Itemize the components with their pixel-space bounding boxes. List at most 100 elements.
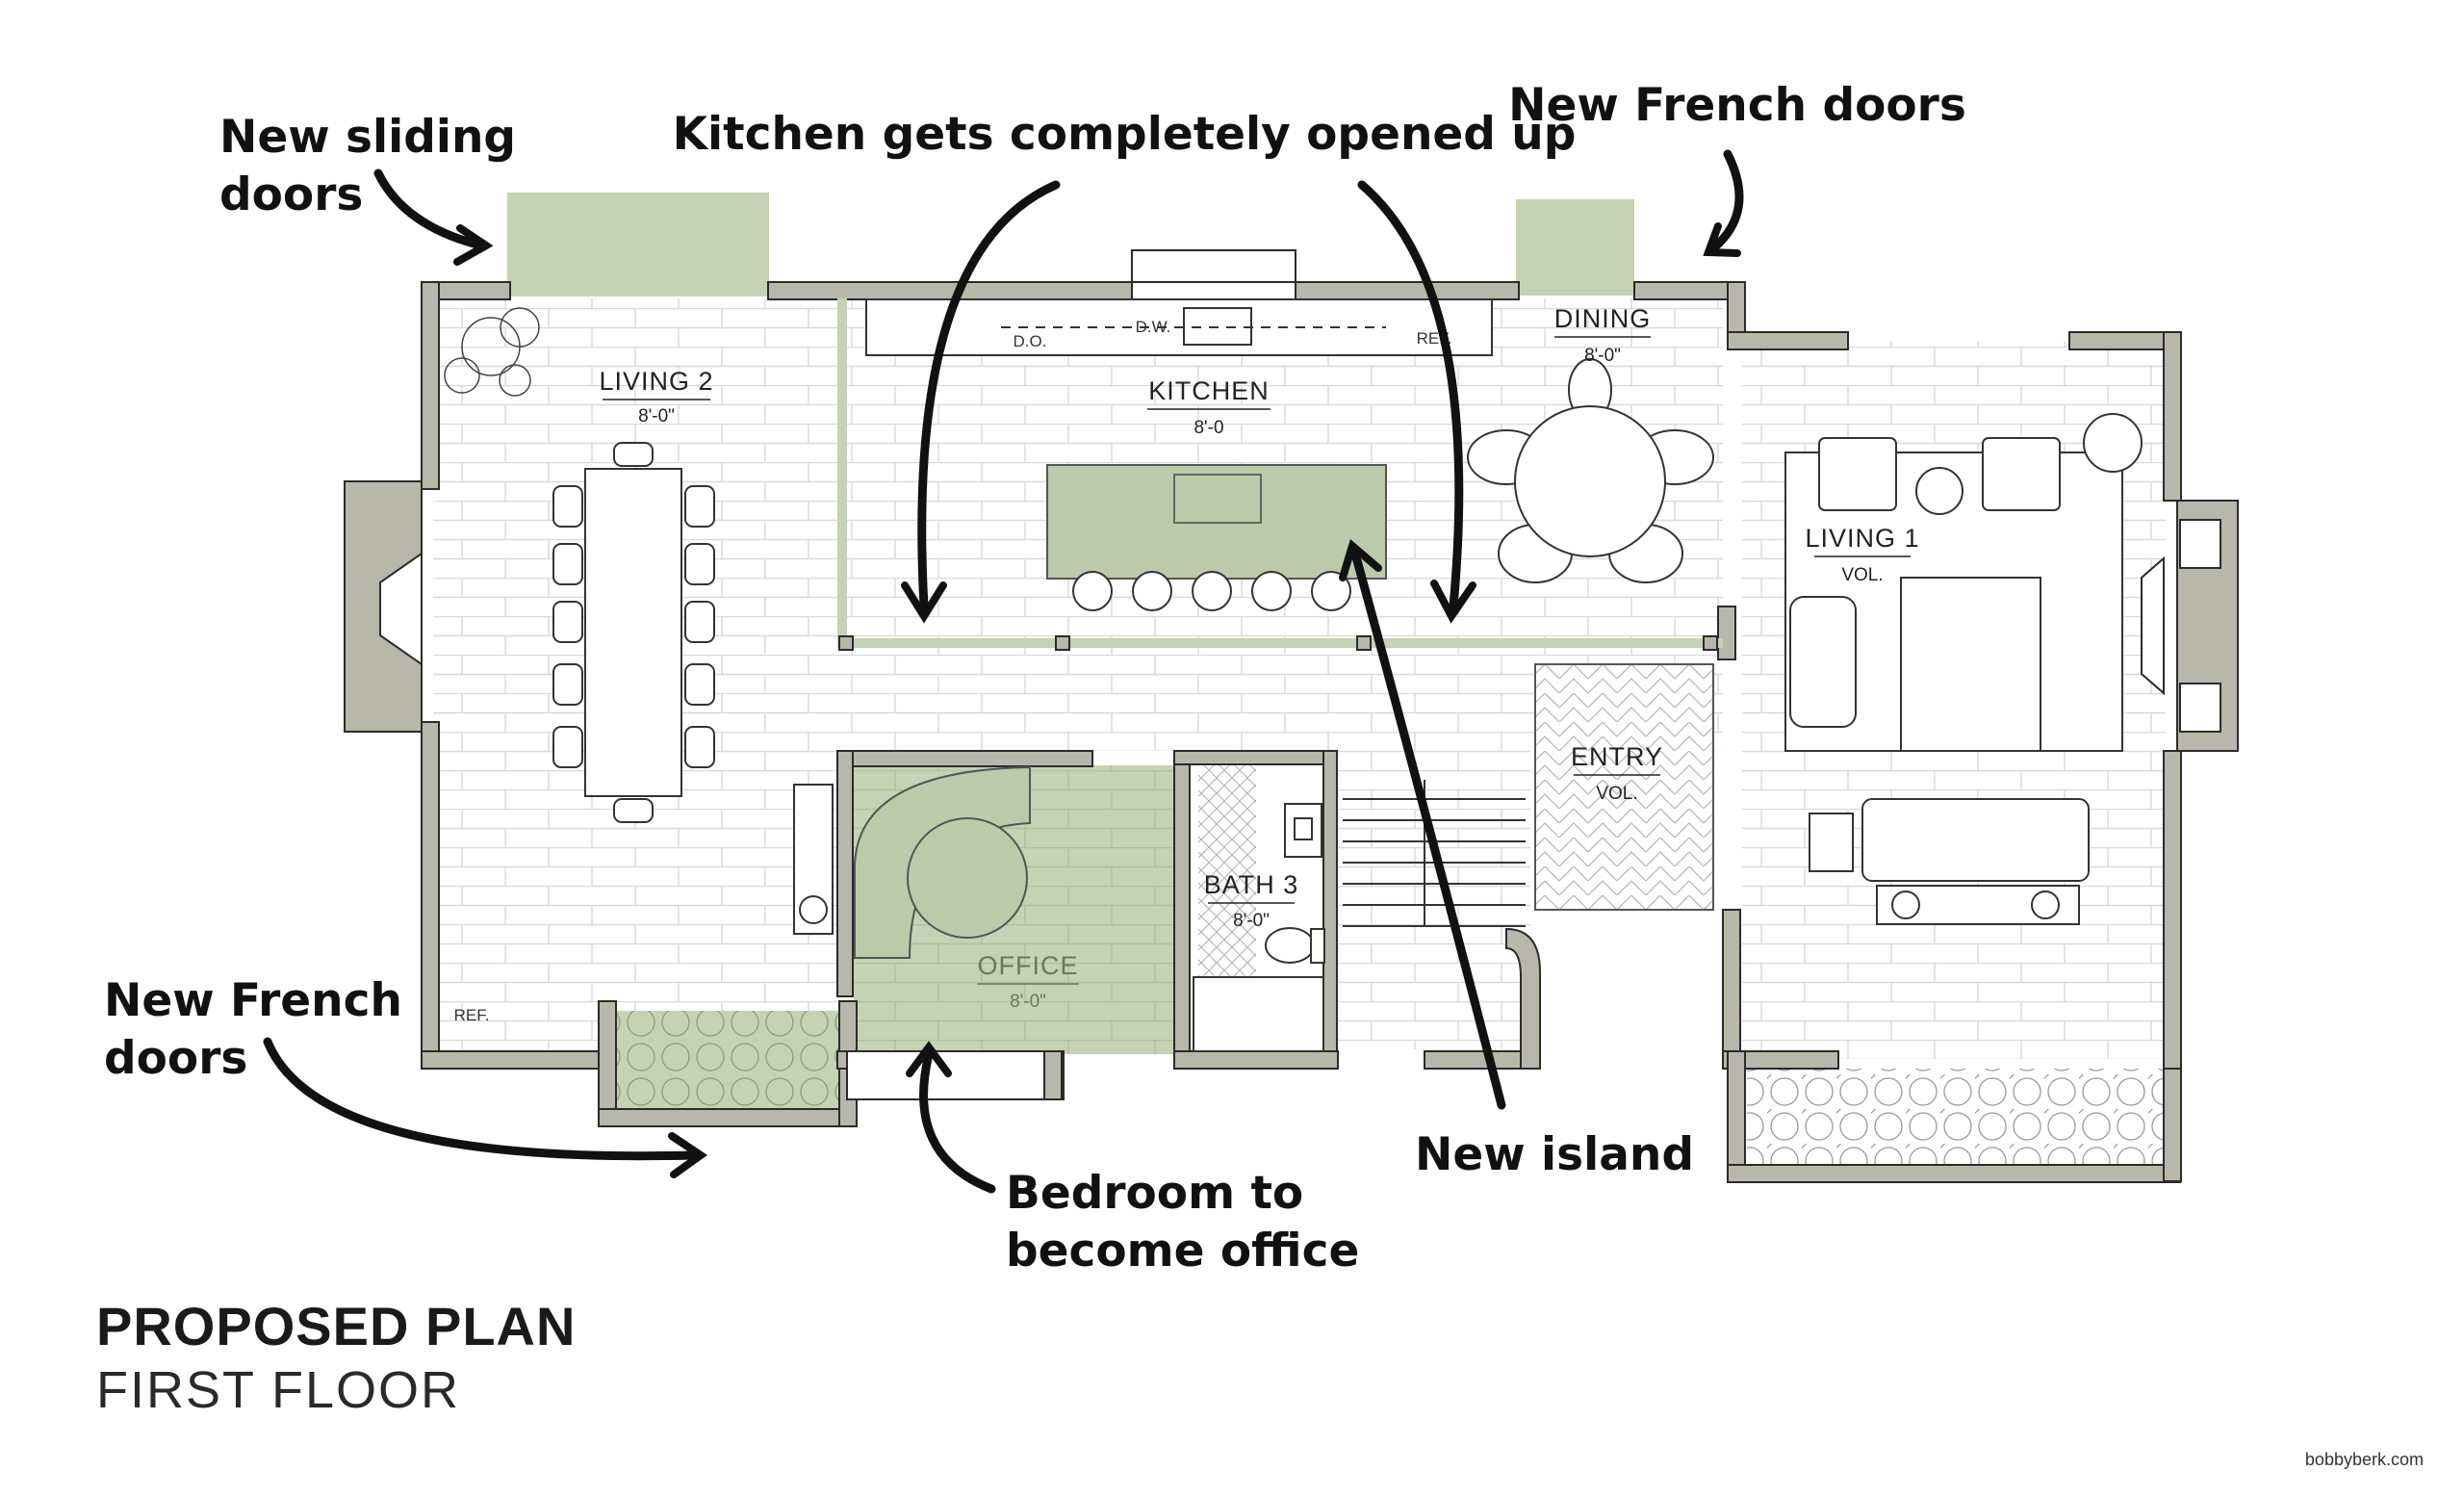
rt-wall-bottom [1727,1164,2181,1183]
living2-dim: 8'-0" [638,406,675,426]
post-d [1703,635,1718,651]
kitchen-window-bump [1131,249,1296,283]
wall-office-left [836,750,854,997]
wall-right-lower [2163,750,2182,1070]
kitchen-open-lines [837,298,1723,651]
appliance-do: D.O. [1014,332,1047,350]
living1-dim: VOL. [1841,565,1883,585]
entry-name: ENTRY [1571,742,1663,771]
callout-text: New sliding doors Kitchen gets completel… [104,79,1966,1278]
wall-bath-top [1173,750,1337,765]
arrow-french-bottom [263,1037,698,1161]
rt-wall-left [1727,1050,1746,1182]
office-dim: 8'-0" [1010,992,1046,1012]
appliance-dw: D.W. [1136,318,1171,336]
fireplace-right-inner [2141,555,2165,696]
callout-sliding-line1: New sliding [219,111,516,164]
callout-sliding-line2: doors [219,168,363,221]
open-line-vertical [837,298,847,645]
dining-dim: 8'-0" [1584,346,1621,366]
entry-rug [1534,663,1714,911]
wall-top-dining [1633,281,1743,300]
wall-office-closet [1043,1050,1063,1100]
bath-fixtures [1193,803,1325,1052]
kitchen-counters [865,298,1493,356]
wall-bath-right [1322,750,1338,1070]
appliance-ref-living: REF. [454,1006,490,1024]
arrow-island-head [1339,538,1382,581]
sliding-doors-zone [507,193,769,297]
island-group [1046,464,1387,611]
living2-name: LIVING 2 [599,367,713,396]
arrow-french-bottom-head [668,1132,708,1178]
arrow-sliding-doors-head [453,224,494,266]
open-line-horizontal [837,638,1723,648]
callout-office-line2: become office [1006,1225,1359,1278]
callout-french-bottom-line2: doors [104,1032,247,1085]
living2-table [552,442,715,823]
bath3-dim: 8'-0" [1233,911,1270,931]
office-desk [793,765,1031,959]
plan-title: PROPOSED PLAN [96,1296,577,1356]
callout-french-bottom-line1: New French [104,974,402,1027]
callout-arrows [263,149,1744,1194]
arrow-kitchen-left [917,180,1061,611]
wall-office-right [1173,750,1191,1070]
callout-island: New island [1415,1128,1694,1181]
wall-right-upper [2163,331,2182,502]
stair-floor [1338,751,1530,1049]
entry-dim: VOL. [1596,784,1637,804]
arrow-island [1350,549,1506,1110]
wall-living1-left [1722,909,1741,1070]
terrace-wall-bottom [598,1108,850,1127]
office-closet-bump [846,1050,1065,1100]
post-c [1356,635,1372,651]
arrow-office-head [906,1041,952,1077]
plant-icon [444,307,540,397]
living1-name: LIVING 1 [1805,524,1919,553]
kitchen-dim: 8'-0 [1194,418,1223,438]
wall-left-lower [421,721,440,1070]
arrow-kitchen-left-head [901,581,947,624]
walls [344,249,2239,1183]
wall-bottom-left [421,1050,601,1070]
callout-kitchen: Kitchen gets completely opened up [673,108,1577,161]
fireplace-right-win-b [2179,683,2221,733]
wall-living1-top-a [1727,331,1849,350]
wall-living1-bottom [1722,1050,1839,1070]
wall-top-kitchen [1295,281,1520,300]
bath3-name: BATH 3 [1204,870,1299,899]
wall-office-top [836,750,1093,767]
post-a [838,635,854,651]
arrow-kitchen-right-head [1430,580,1476,624]
cooktop [1173,474,1262,524]
arrow-office [919,1049,996,1194]
fireplace-right-win-a [2179,519,2221,569]
callout-french-top: New French doors [1508,79,1966,132]
office-name: OFFICE [978,951,1079,980]
room-labels: LIVING 2 8'-0" KITCHEN 8'-0 DINING 8'-0"… [454,304,1919,1024]
title-block: PROPOSED PLAN FIRST FLOOR [96,1295,576,1422]
wall-bath-bottom [1173,1050,1339,1070]
terrace-left [616,1011,842,1126]
living1-furniture [1784,413,2143,925]
credit-text: bobbyberk.com [2304,1450,2424,1469]
wall-left-upper [421,281,440,490]
callout-office-line1: Bedroom to [1006,1167,1303,1220]
wall-top-mid [767,281,1133,300]
arrow-french-top [1708,149,1744,253]
wall-divider-pier [1717,606,1736,660]
french-doors-top-zone [1516,199,1634,296]
rt-wall-right [2163,1050,2182,1182]
dining-table [1467,358,1714,583]
terrace-wall-left [598,1000,617,1127]
terrace-right [1747,1069,2166,1179]
arrow-french-top-head [1703,222,1741,257]
arrow-sliding-doors [373,168,486,250]
wall-entry-curve [1505,927,1541,1070]
post-b [1055,635,1070,651]
fireplace-left-inner [379,552,423,666]
wall-stair-bottom [1424,1050,1522,1070]
kitchen-name: KITCHEN [1148,376,1270,405]
